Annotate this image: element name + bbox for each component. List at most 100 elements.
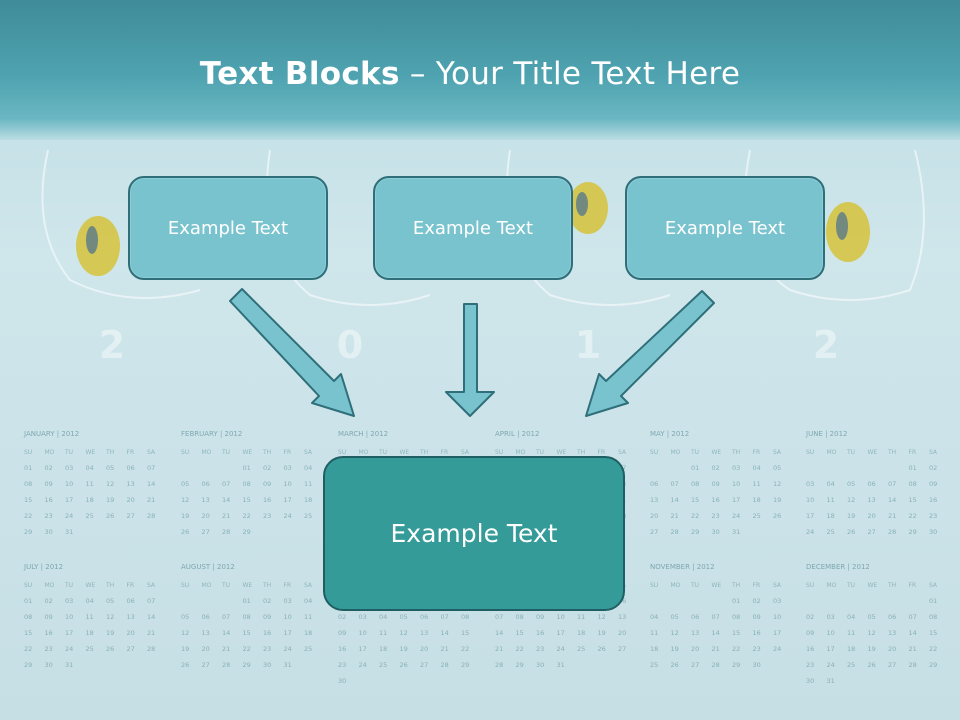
calendar-month-title: MARCH | 2012 [338,430,388,438]
calendar-day: 16 [753,629,761,637]
calendar-day: 24 [65,645,73,653]
calendar-month-title: APRIL | 2012 [495,430,539,438]
calendar-day: 30 [45,528,53,536]
calendar-day: 20 [202,512,210,520]
calendar-day: 08 [24,480,32,488]
calendar-day: 06 [868,480,876,488]
calendar-day: 04 [847,613,855,621]
calendar-day: 11 [847,629,855,637]
calendar-day: 15 [24,496,32,504]
calendar-day: 23 [338,661,346,669]
calendar-day: 23 [263,512,271,520]
calendar-day: 07 [222,613,230,621]
calendar-day: 26 [773,512,781,520]
calendar-day: 16 [263,496,271,504]
calendar-day: 19 [400,645,408,653]
calendar-day: 20 [420,645,428,653]
calendar-day: 21 [712,645,720,653]
calendar-day-header: SU [650,582,658,589]
calendar-day: 04 [650,613,658,621]
text-block-3[interactable]: Example Text [625,176,825,280]
calendar-day: 20 [202,645,210,653]
calendar-day: 11 [577,613,585,621]
calendar-day-header: FR [753,449,761,456]
calendar-day: 28 [222,528,230,536]
calendar-day-header: TH [576,449,585,456]
calendar-day: 08 [24,613,32,621]
calendar-day: 19 [181,512,189,520]
calendar-day-header: FR [909,582,917,589]
calendar-day: 17 [827,645,835,653]
calendar-day: 30 [338,677,346,685]
text-block-1[interactable]: Example Text [128,176,328,280]
calendar-day: 07 [222,480,230,488]
calendar-day: 18 [379,645,387,653]
calendar-day: 05 [181,613,189,621]
text-block-2[interactable]: Example Text [373,176,573,280]
calendar-day: 04 [304,597,312,605]
calendar-day-header: SA [147,449,156,456]
calendar-day: 01 [243,464,251,472]
calendar-day: 29 [24,528,32,536]
calendar-day-header: SA [773,582,782,589]
calendar-day: 09 [338,629,346,637]
calendar-day: 19 [671,645,679,653]
year-digit: 0 [337,323,363,367]
calendar-day-header: FR [598,449,606,456]
calendar-day: 11 [86,480,94,488]
calendar-day: 22 [24,645,32,653]
calendar-day: 07 [147,597,155,605]
calendar-day-header: TU [846,449,855,456]
calendar-day: 03 [732,464,740,472]
calendar-day: 19 [598,629,606,637]
calendar-day-header: MO [359,449,369,456]
calendar-day: 11 [753,480,761,488]
calendar-day-header: TU [64,449,73,456]
calendar-day: 29 [24,661,32,669]
calendar-day: 23 [806,661,814,669]
calendar-day-header: MO [202,582,212,589]
calendar-day: 09 [45,480,53,488]
calendar-day: 29 [691,528,699,536]
calendar-day: 07 [441,613,449,621]
calendar-day: 04 [86,464,94,472]
result-block[interactable]: Example Text [323,456,625,611]
calendar-day-header: SA [929,449,938,456]
calendar-day: 27 [650,528,658,536]
calendar-day: 06 [202,480,210,488]
calendar-day: 11 [379,629,387,637]
calendar-day-header: TH [105,449,114,456]
calendar-day-header: TU [690,582,699,589]
calendar-day: 15 [243,629,251,637]
calendar-day: 25 [847,661,855,669]
calendar-day-header: SA [304,582,313,589]
calendar-day: 17 [284,629,292,637]
calendar-day: 15 [461,629,469,637]
calendar-day: 20 [650,512,658,520]
title-bold: Text Blocks [199,56,400,92]
calendar-day: 19 [106,629,114,637]
calendar-day: 14 [147,613,155,621]
calendar-day: 16 [45,496,53,504]
calendar-day: 08 [691,480,699,488]
calendar-day: 28 [147,512,155,520]
calendar-day: 25 [650,661,658,669]
calendar-day: 04 [753,464,761,472]
calendar-day-header: SA [929,582,938,589]
calendar-day: 12 [106,613,114,621]
calendar-day: 02 [806,613,814,621]
calendar-day: 17 [284,496,292,504]
calendar-day-header: SU [650,449,658,456]
calendar-day: 11 [304,613,312,621]
calendar-day: 30 [263,661,271,669]
calendar-day: 23 [929,512,937,520]
calendar-day: 18 [304,496,312,504]
calendar-day: 24 [284,512,292,520]
calendar-day: 21 [909,645,917,653]
calendar-day-header: SA [304,449,313,456]
calendar-day-header: TU [690,449,699,456]
calendar-day: 18 [650,645,658,653]
calendar-day: 29 [732,661,740,669]
calendar-day-header: FR [284,582,292,589]
calendar-day-header: SU [806,582,814,589]
